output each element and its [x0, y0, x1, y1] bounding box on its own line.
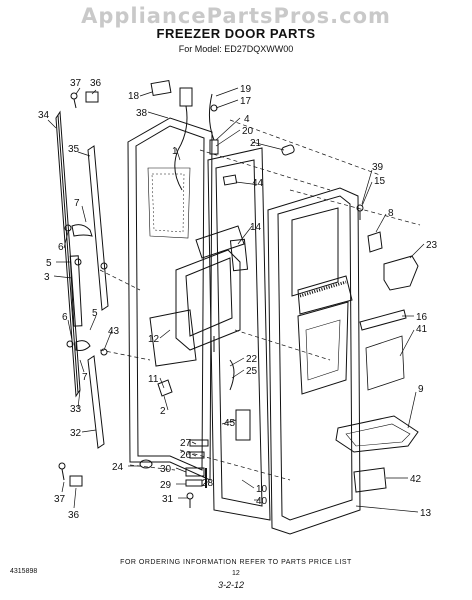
callout-1: 1: [172, 146, 178, 157]
callout-36-lower: 36: [68, 510, 80, 521]
callout-29: 29: [160, 480, 172, 491]
callout-31: 31: [162, 494, 174, 505]
callout-32: 32: [70, 428, 82, 439]
outer-door-panel: [127, 117, 213, 481]
callout-15: 15: [374, 176, 386, 187]
callout-21: 21: [250, 138, 262, 149]
callout-37-lower: 37: [54, 494, 66, 505]
callout-8: 8: [388, 208, 394, 219]
hinge-pin-group: [58, 91, 108, 487]
callout-35: 35: [68, 144, 80, 155]
callout-44: 44: [252, 178, 264, 189]
leader-lines: [47, 87, 425, 513]
callout-19: 19: [240, 84, 252, 95]
date-code: 3-2-12: [218, 580, 245, 590]
callout-2: 2: [160, 406, 166, 417]
callout-labels: 37 36 34 35 7 6 5 3 6 5 7 43 33 32 37 36…: [38, 78, 438, 521]
hinge-strip-35: [87, 145, 109, 311]
callout-45: 45: [224, 418, 236, 429]
callout-4: 4: [244, 114, 250, 125]
callout-41: 41: [416, 324, 428, 335]
callout-6-lower: 6: [62, 312, 68, 323]
callout-42: 42: [410, 474, 422, 485]
callout-9: 9: [418, 384, 424, 395]
callout-38: 38: [136, 108, 148, 119]
door-liner-frame: [207, 147, 271, 521]
callout-33: 33: [70, 404, 82, 415]
right-side-parts: [335, 204, 419, 493]
callout-34: 34: [38, 110, 50, 121]
callout-6: 6: [58, 242, 64, 253]
callout-16: 16: [416, 312, 428, 323]
hinge-bracket-3: [69, 255, 83, 327]
callout-20: 20: [242, 126, 254, 137]
callout-13: 13: [420, 508, 432, 519]
callout-7: 7: [74, 198, 80, 209]
callout-40: 40: [256, 496, 268, 507]
hinge-strip-32: [87, 355, 105, 449]
callout-12: 12: [148, 334, 160, 345]
dispenser-housing: [149, 225, 245, 367]
model-number: For Model: ED27DQXWW00: [178, 44, 294, 54]
callout-5: 5: [46, 258, 52, 269]
callout-7-lower: 7: [82, 372, 88, 383]
inner-door: [267, 187, 361, 535]
wiring-harness: [150, 79, 295, 191]
callout-25: 25: [246, 366, 258, 377]
callout-43: 43: [108, 326, 120, 337]
callout-36: 36: [90, 78, 102, 89]
callout-37: 37: [70, 78, 82, 89]
callout-17: 17: [240, 96, 252, 107]
callout-5-lower: 5: [92, 308, 98, 319]
callout-30: 30: [160, 464, 172, 475]
callout-18: 18: [128, 91, 140, 102]
callout-28: 28: [202, 478, 214, 489]
diagram-title: FREEZER DOOR PARTS: [156, 26, 316, 41]
callout-22: 22: [246, 354, 258, 365]
callout-27: 27: [180, 438, 192, 449]
callout-11: 11: [148, 374, 159, 385]
document-code: 4315898: [10, 568, 38, 575]
callout-14: 14: [250, 222, 262, 233]
callout-26: 26: [180, 450, 192, 461]
ordering-note: FOR ORDERING INFORMATION REFER TO PARTS …: [120, 559, 352, 566]
callout-10: 10: [256, 484, 268, 495]
callout-23: 23: [426, 240, 438, 251]
callout-3: 3: [44, 272, 50, 283]
watermark: AppliancePartsPros.com: [81, 4, 391, 28]
page-number: 12: [232, 570, 240, 577]
callout-39: 39: [372, 162, 384, 173]
bottom-hardware: [139, 379, 209, 508]
callout-24: 24: [112, 462, 124, 473]
